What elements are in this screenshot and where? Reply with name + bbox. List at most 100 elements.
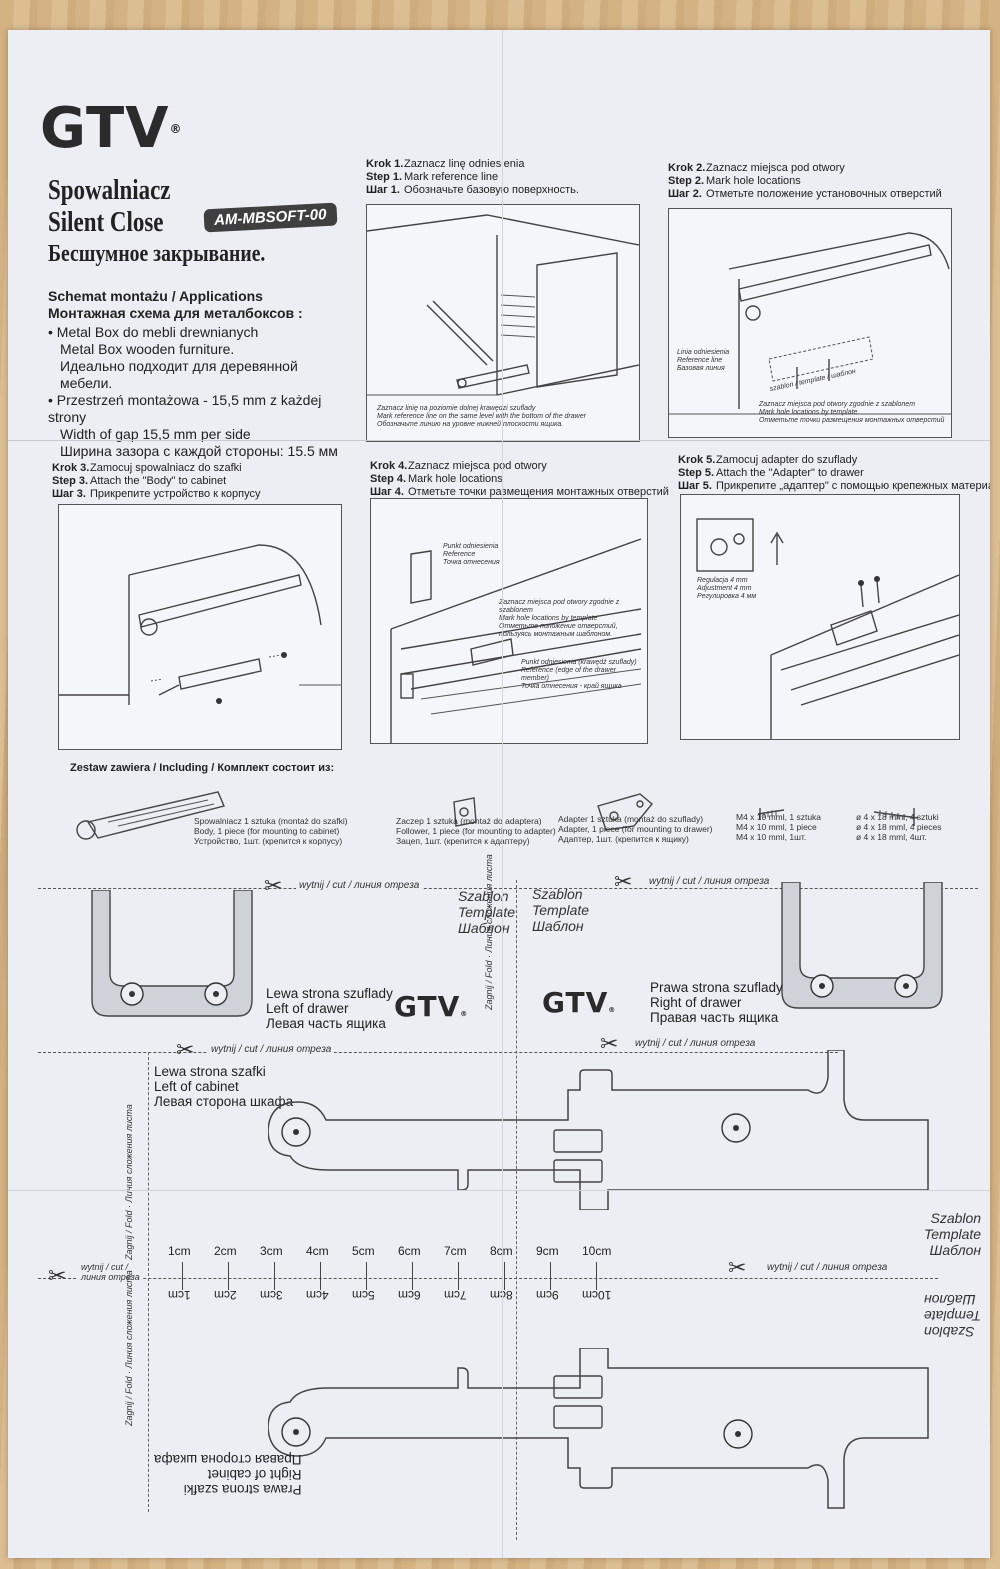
step-1-illustration: Zaznacz linię na poziomie dolnej krawędz…	[366, 204, 640, 442]
fold-line-left	[148, 1052, 149, 1512]
step-4-template-label: Zaznacz miejsca pod otwory zgodnie z sza…	[499, 599, 620, 638]
cut-label: wytnij / cut / линия отреза	[764, 1262, 891, 1273]
applications-section: Schemat montażu / Applications Монтажная…	[48, 288, 348, 460]
step-2-heading: Krok 2.Zaznacz miejsca pod otwory Step 2…	[668, 162, 942, 200]
kit-heading: Zestaw zawiera / Including / Комплект со…	[70, 762, 335, 774]
cut-label: wytnij / cut / линия отреза	[646, 876, 773, 887]
kit-adapter-drawing	[597, 793, 653, 831]
kit-item-adapter: Adapter 1 sztuka (montaż do szuflady)Ada…	[558, 814, 713, 844]
step-3-heading: Krok 3.Zamocuj spowalniacz do szafki Ste…	[52, 462, 261, 500]
kit-wood-screw-drawing	[873, 808, 919, 826]
kit-screw-m4-drawing	[757, 808, 785, 820]
kit-body-drawing	[76, 791, 225, 840]
applications-heading: Schemat montażu / Applications	[48, 288, 263, 304]
ruler-tick	[228, 1262, 229, 1290]
scissors-icon: ✂	[728, 1255, 747, 1280]
ruler-tick	[274, 1262, 275, 1290]
scissors-icon: ✂	[614, 869, 633, 894]
ruler-label-flipped: 2cm	[214, 1288, 237, 1302]
fold-label-left-lower: Zagnij / Fold · Линия сложения листа	[124, 1270, 134, 1426]
cut-label: wytnij / cut / линия отреза	[296, 880, 423, 891]
ruler-label: 4cm	[306, 1244, 329, 1258]
ruler-scale: 1cm 1cm 2cm 2cm 3cm 3cm 4cm 4cm 5cm 5cm 6cm 6cm 7cm 7…	[168, 1244, 628, 1304]
step-3-illustration	[58, 504, 342, 750]
cut-label: wytnij / cut / линия отреза	[208, 1044, 335, 1055]
right-drawer-template	[781, 882, 943, 1009]
right-cabinet-template	[268, 1348, 929, 1509]
ruler-tick	[550, 1262, 551, 1290]
cut-label-short: wytnij / cut /линия отреза	[78, 1262, 143, 1282]
ruler-tick	[504, 1262, 505, 1290]
brand-logo-right: GTV®	[542, 986, 617, 1019]
applications-heading-ru: Монтажная схема для металбоксов :	[48, 305, 303, 321]
title-en: Silent Close	[48, 207, 164, 238]
step-4-edge-label: Punkt odniesienia (krawędź szuflady)Refe…	[521, 659, 637, 690]
fold-line-center	[516, 880, 517, 1540]
sheet-crease	[8, 440, 990, 441]
ruler-label: 1cm	[168, 1244, 191, 1258]
scissors-icon: ✂	[264, 873, 283, 898]
sheet-crease	[8, 1190, 990, 1191]
ruler-tick	[412, 1262, 413, 1290]
ruler-label: 8cm	[490, 1244, 513, 1258]
ruler-label-flipped: 4cm	[306, 1288, 329, 1302]
kit-item-body: Spowalniacz 1 sztuka (montaż do szafki)B…	[194, 816, 348, 846]
ruler-label: 10cm	[582, 1244, 612, 1258]
scissors-icon: ✂	[48, 1263, 67, 1288]
model-badge: AM-MBSOFT-00	[203, 202, 338, 233]
step-1-caption: Zaznacz linię na poziomie dolnej krawędz…	[377, 405, 586, 428]
ruler-label: 7cm	[444, 1244, 467, 1258]
sheet-crease	[502, 30, 503, 1558]
kit-follower-drawing	[453, 797, 477, 827]
cut-line-middle	[38, 1052, 838, 1053]
step-4-heading: Krok 4.Zaznacz miejsca pod otwory Step 4…	[370, 460, 669, 498]
ruler-label: 2cm	[214, 1244, 237, 1258]
ruler-label: 3cm	[260, 1244, 283, 1258]
scissors-icon: ✂	[176, 1037, 195, 1062]
ruler-label-flipped: 1cm	[168, 1288, 191, 1302]
ruler-label: 5cm	[352, 1244, 375, 1258]
brand-logo-left: GTV®	[394, 990, 469, 1023]
scissors-icon: ✂	[600, 1031, 619, 1056]
ruler-label-flipped: 5cm	[352, 1288, 375, 1302]
cut-line-top	[38, 888, 978, 889]
title-pl: Spowalniacz	[48, 175, 171, 206]
ruler-tick	[182, 1262, 183, 1290]
bullet-1: • Metal Box do mebli drewnianych Metal B…	[48, 324, 298, 391]
ruler-tick	[320, 1262, 321, 1290]
left-cabinet-template	[268, 1050, 929, 1210]
cut-line-ruler	[38, 1278, 938, 1279]
title-ru: Бесшумное закрывание.	[48, 241, 266, 267]
ruler-tick	[458, 1262, 459, 1290]
ruler-label-flipped: 3cm	[260, 1288, 283, 1302]
ruler-label-flipped: 6cm	[398, 1288, 421, 1302]
ruler-label: 9cm	[536, 1244, 559, 1258]
step-1-heading: Krok 1.Zaznacz linę odniesienia Step 1.M…	[366, 158, 579, 196]
ruler-tick	[596, 1262, 597, 1290]
step-5-heading: Krok 5.Zamocuj adapter do szuflady Step …	[678, 454, 990, 492]
ruler-label-flipped: 9cm	[536, 1288, 559, 1302]
ruler-label-flipped: 7cm	[444, 1288, 467, 1302]
fold-label-left-upper: Zagnij / Fold · Линия сложения листа	[124, 1104, 134, 1260]
ruler-label: 6cm	[398, 1244, 421, 1258]
brand-logo: GTV®	[40, 96, 183, 161]
kit-item-follower: Zaczep 1 sztuka (montaż do adaptera)Foll…	[396, 816, 556, 846]
instruction-sheet: GTV® Spowalniacz Silent Close Бесшумное …	[8, 30, 990, 1558]
bullet-2: • Przestrzeń montażowa - 15,5 mm z każde…	[48, 392, 338, 459]
